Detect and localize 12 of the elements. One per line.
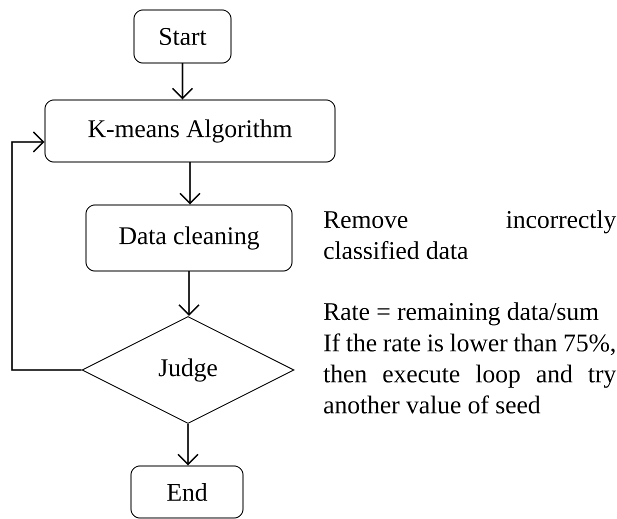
note-text: Rate = remaining data/sum [324,302,599,326]
arrow [179,162,201,204]
process-box: K-means Algorithm [44,100,336,162]
arrow [172,64,194,100]
process-box: Data cleaning [86,204,292,272]
arrow [177,424,199,466]
terminal-box: Start [134,10,232,64]
note-text: Remove incorrectly classified data [324,210,616,260]
arrow [178,272,200,316]
terminal-box: End [130,466,244,518]
note-text: If the rate is lower than 75%, then execute loop and try another value of seed [323,333,616,414]
arrow [11,131,82,371]
